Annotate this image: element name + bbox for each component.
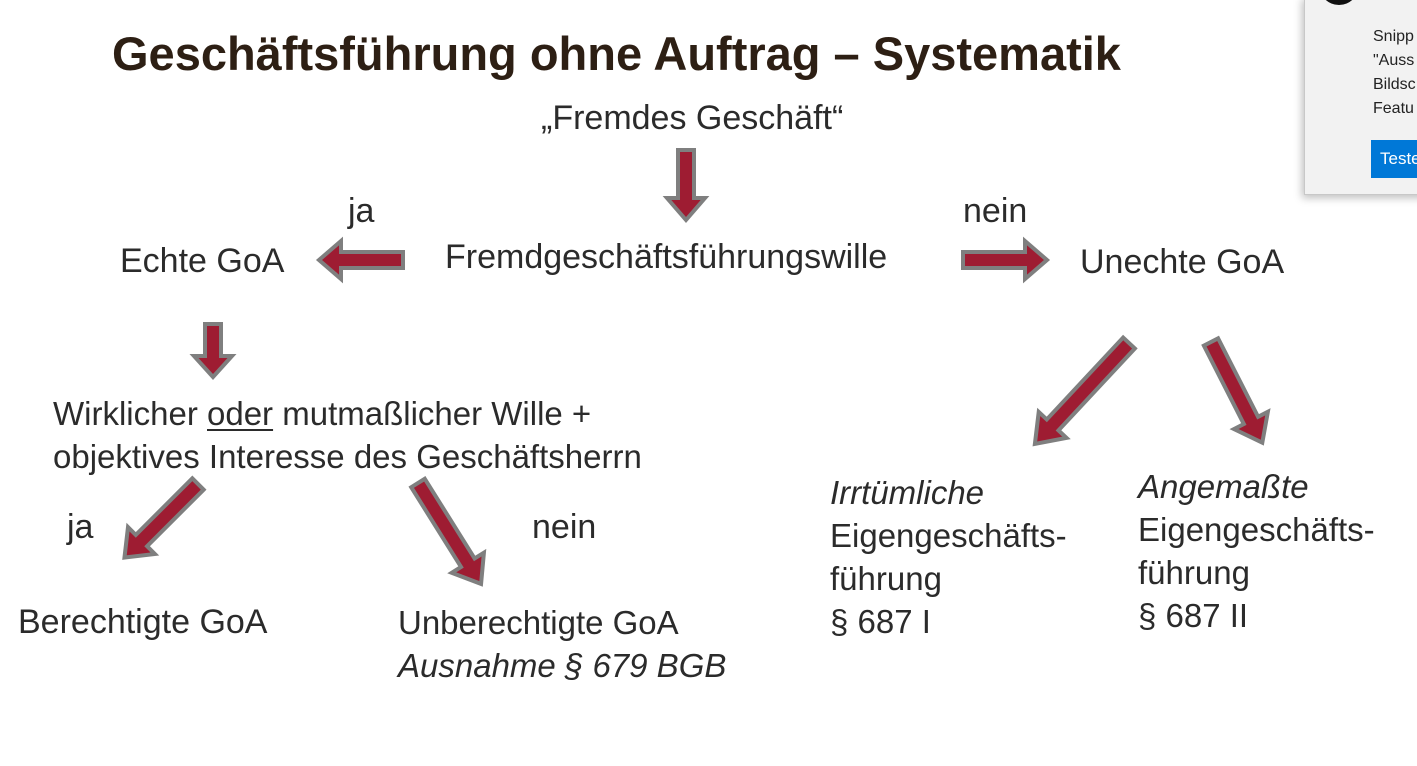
label-nein-bottom: nein <box>532 508 597 546</box>
label-ja-bottom: ja <box>67 508 94 546</box>
popup-text-line-2: "Auss <box>1373 52 1415 69</box>
node-fremdgeschaeftsfuehrungswille: Fremdgeschäftsführungswille <box>445 238 888 276</box>
ausnahme-679: Ausnahme § 679 BGB <box>398 647 727 684</box>
wille-line-2: objektives Interesse des Geschäftsherrn <box>53 438 642 475</box>
snipping-tool-popup: Snipp "Auss Bildsc Featu Teste <box>1304 0 1417 195</box>
snip-icon <box>1319 0 1359 5</box>
irrtuemliche-para: § 687 I <box>830 603 931 640</box>
node-irrtuemliche: Irrtümliche Eigengeschäfts- führung § 68… <box>830 471 1067 643</box>
angemasste-para: § 687 II <box>1138 597 1249 634</box>
arrow-left-echte <box>315 236 405 284</box>
arrow-down-fremdes <box>662 148 710 224</box>
popup-text-line-1: Snipp <box>1373 28 1414 45</box>
wille-part1: Wirklicher <box>53 395 207 432</box>
node-fremdes-geschaeft: „Fremdes Geschäft“ <box>541 99 844 137</box>
angemasste-line2: Eigengeschäfts- <box>1138 511 1375 548</box>
label-nein-top: nein <box>963 192 1028 230</box>
node-unberechtigte: Unberechtigte GoA Ausnahme § 679 BGB <box>398 601 726 687</box>
slide-title: Geschäftsführung ohne Auftrag – Systemat… <box>112 27 1121 80</box>
arrow-irrtuemliche <box>1032 334 1138 447</box>
node-angemasste: Angemaßte Eigengeschäfts- führung § 687 … <box>1138 465 1375 637</box>
node-echte-goa: Echte GoA <box>120 242 285 280</box>
popup-text-line-4: Featu <box>1373 100 1414 117</box>
node-berechtigte-goa: Berechtigte GoA <box>18 603 268 641</box>
irrtuemliche-line2: Eigengeschäfts- <box>830 517 1067 554</box>
arrow-right-unechte <box>961 236 1051 284</box>
irrtuemliche-line3: führung <box>830 560 942 597</box>
node-unechte-goa: Unechte GoA <box>1080 243 1285 281</box>
wille-line-1: Wirklicher oder mutmaßlicher Wille + <box>53 392 642 435</box>
popup-text-line-3: Bildsc <box>1373 76 1416 93</box>
angemasste-line3: führung <box>1138 554 1250 591</box>
arrow-angemasste <box>1201 335 1271 446</box>
angemasste-label: Angemaßte <box>1138 468 1309 505</box>
wille-oder: oder <box>207 395 274 432</box>
arrow-down-echte <box>189 322 237 380</box>
popup-try-button[interactable]: Teste <box>1371 140 1417 178</box>
arrow-nein-unberechtigte <box>408 476 487 587</box>
label-ja-top: ja <box>348 192 375 230</box>
wille-part2: mutmaßlicher Wille + <box>273 395 592 432</box>
arrow-ja-berechtigte <box>122 475 207 560</box>
node-wille: Wirklicher oder mutmaßlicher Wille + obj… <box>53 392 642 478</box>
irrtuemliche-label: Irrtümliche <box>830 474 985 511</box>
unberechtigte-goa: Unberechtigte GoA <box>398 604 679 641</box>
